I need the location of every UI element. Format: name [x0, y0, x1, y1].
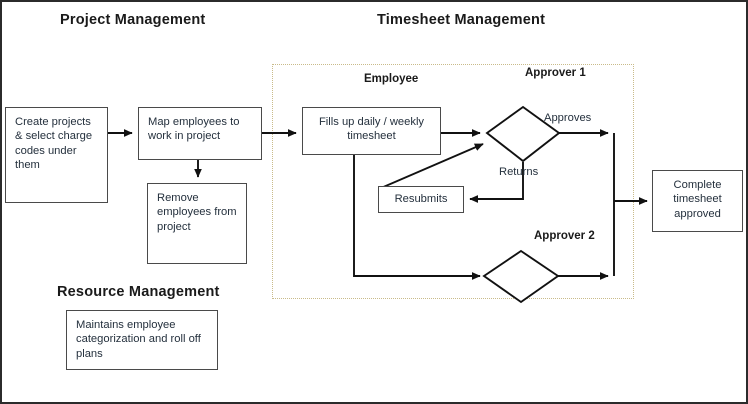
- edge-fills-to-approver2: [353, 155, 481, 280]
- timesheet-management-zone: [272, 64, 634, 299]
- node-fills-timesheet[interactable]: Fills up daily / weekly timesheet: [302, 107, 441, 155]
- heading-project-management: Project Management: [60, 12, 206, 28]
- swimlane-title-employee: Employee: [364, 73, 419, 85]
- edge-approver1-returns: [469, 162, 524, 203]
- node-create-projects[interactable]: Create projects & select charge codes un…: [5, 107, 108, 203]
- heading-timesheet-management: Timesheet Management: [377, 12, 546, 28]
- edge-label-approves: Approves: [544, 112, 592, 124]
- edge-resubmits-to-approver1: [380, 143, 484, 189]
- approver-1-decision: [485, 105, 561, 163]
- swimlane-title-approver-2: Approver 2: [534, 230, 595, 242]
- edge-label-returns: Returns: [499, 166, 539, 178]
- node-remove-employees[interactable]: Remove employees from project: [147, 183, 247, 264]
- node-maintains-employee[interactable]: Maintains employee categorization and ro…: [66, 310, 218, 370]
- node-resubmits[interactable]: Resubmits: [378, 186, 464, 213]
- node-map-employees[interactable]: Map employees to work in project: [138, 107, 262, 160]
- swimlane-title-approver-1: Approver 1: [525, 67, 586, 79]
- approver-2-decision: [482, 249, 560, 304]
- heading-resource-management: Resource Management: [57, 284, 220, 300]
- node-complete-timesheet[interactable]: Complete timesheet approved: [652, 170, 743, 232]
